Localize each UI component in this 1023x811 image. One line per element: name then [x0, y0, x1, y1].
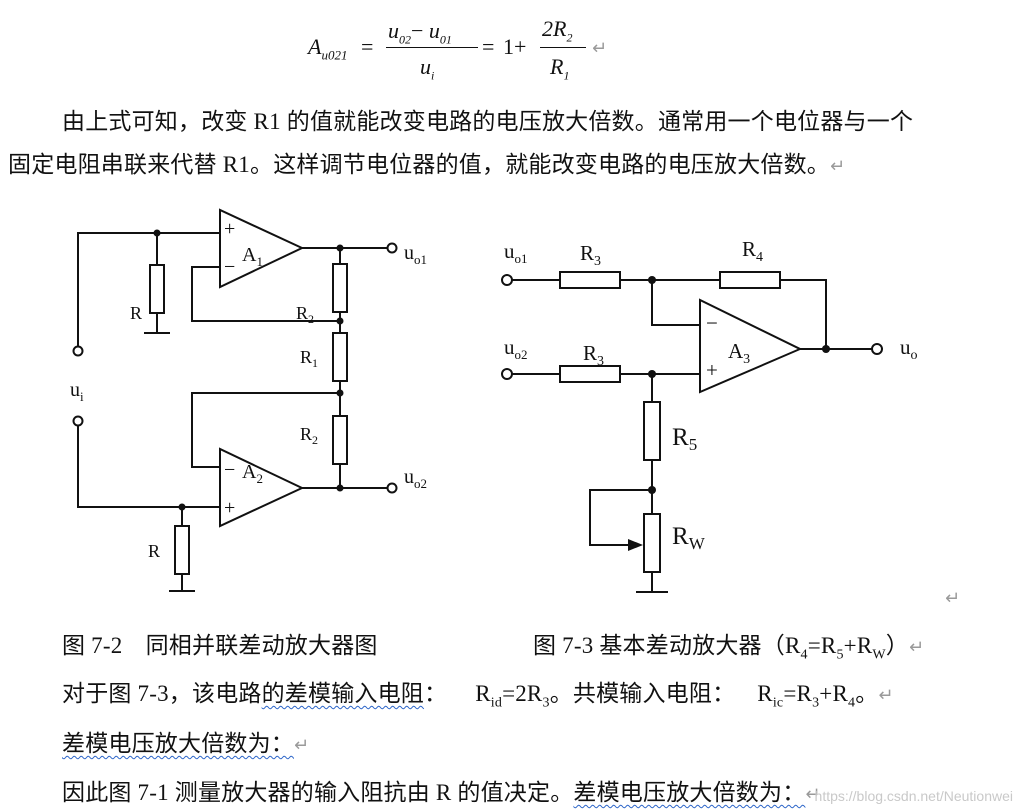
return-mark: ↵ [945, 588, 961, 609]
terminal-input-bottom [72, 415, 84, 427]
resistor-r4 [719, 271, 781, 289]
resistor-r-top [149, 264, 165, 314]
resistor-r5 [643, 401, 661, 461]
return-mark: ↵ [805, 784, 821, 805]
op-amp-a3 [699, 298, 803, 394]
r4-label: R4 [742, 237, 763, 265]
wiper-arrow-icon [628, 539, 643, 551]
formula-frac2-num: 2R2 [542, 16, 573, 45]
a1-label: A1 [242, 244, 263, 269]
rw-label: RW [672, 523, 706, 553]
uo2-label: uo2 [404, 466, 427, 491]
node-dot [822, 345, 830, 353]
resistor-r-bottom [174, 525, 190, 575]
node-dot [153, 229, 161, 237]
formula-equals-2: = [482, 34, 495, 59]
terminal-uo2 [501, 368, 513, 380]
formula: Au021 = u02− u01 ui = 1+ 2R2 R1 ↵ [300, 10, 620, 85]
formula-numerator: u02− u01 [388, 18, 452, 47]
a2-minus-label: − [224, 459, 235, 481]
r-bottom-label: R [148, 541, 160, 561]
a2-plus-label: + [224, 497, 235, 519]
op-amp-a1 [219, 208, 305, 289]
wire-a3-minus [651, 280, 700, 326]
wire-r4-out [780, 279, 827, 349]
node-dot [336, 317, 344, 325]
terminal-uo1 [501, 274, 513, 286]
node-dot [648, 276, 656, 284]
fraction-bar-2 [540, 47, 586, 48]
uo1-label: uo1 [504, 239, 528, 266]
paragraph-4: 因此图 7-1 测量放大器的输入阻抗由 R 的值决定。差模电压放大倍数为：↵ [62, 780, 821, 805]
ui-label: ui [70, 379, 84, 404]
node-dot [336, 389, 344, 397]
formula-frac2-den: R1 [550, 54, 570, 83]
resistor-r3-bottom [559, 365, 621, 383]
return-mark: ↵ [294, 735, 310, 756]
resistor-rw [643, 513, 661, 573]
spellcheck-underline: 的差模输入电阻 [261, 681, 425, 706]
formula-lhs: Au021 [308, 34, 348, 63]
r3-top-label: R3 [580, 241, 601, 269]
resistor-r3-top [559, 271, 621, 289]
resistor-r2-bottom [332, 415, 348, 465]
wire-wiper [589, 489, 652, 546]
node-dot [336, 484, 344, 492]
paragraph-1-line-1: 由上式可知，改变 R1 的值就能改变电路的电压放大倍数。通常用一个电位器与一个 [62, 109, 914, 134]
paragraph-3: 差模电压放大倍数为：↵ [62, 732, 309, 757]
terminal-uo2 [386, 482, 398, 494]
terminal-uo1 [386, 242, 398, 254]
r3-bottom-label: R3 [583, 341, 604, 369]
watermark: https://blog.csdn.net/Neutionwei [814, 788, 1013, 804]
resistor-r1 [332, 332, 348, 382]
a2-label: A2 [242, 461, 263, 486]
r2-bottom-label: R2 [300, 424, 318, 447]
return-mark: ↵ [908, 637, 925, 658]
figure-7-3-circuit: uo1 uo2 R3 R3 R4 − + A3 uo R5 RW [501, 237, 918, 593]
return-mark: ↵ [878, 685, 894, 706]
terminal-input-top [72, 345, 84, 357]
wire-a2-feedback [191, 392, 340, 468]
figure-7-2-caption: 图 7-2 同相并联差动放大器图 [62, 633, 378, 658]
a3-plus-label: + [706, 358, 718, 382]
wire-a1-feedback [191, 266, 340, 322]
op-amp-a2 [219, 447, 305, 528]
r5-label: R5 [672, 424, 697, 454]
r2-top-label: R2 [296, 303, 314, 326]
paragraph-1-line-2: 固定电阻串联来代替 R1。这样调节电位器的值，就能改变电路的电压放大倍数。↵ [8, 152, 846, 177]
a1-plus-label: + [224, 218, 235, 240]
a3-label: A3 [728, 339, 750, 367]
spellcheck-underline: 差模电压放大倍数为： [62, 731, 294, 756]
return-mark: ↵ [592, 38, 608, 59]
figure-7-3-caption: 图 7-3 基本差动放大器（R4=R5+RW）↵ [533, 633, 925, 663]
node-dot [178, 503, 186, 511]
wire-input-top [77, 232, 220, 347]
resistor-r2-top [332, 263, 348, 313]
terminal-uo [871, 343, 883, 355]
a1-minus-label: − [224, 256, 235, 278]
uo2-label: uo2 [504, 335, 528, 362]
formula-equals: = [361, 34, 374, 59]
spellcheck-underline: 差模电压放大倍数为： [573, 780, 806, 805]
wire-input-bottom [77, 423, 220, 508]
uo-label: uo [900, 335, 918, 363]
return-mark: ↵ [830, 156, 846, 177]
a3-minus-label: − [706, 311, 718, 335]
uo1-label: uo1 [404, 242, 427, 267]
figure-7-2-circuit: + − A1 − + A2 R R R2 R1 R2 ui uo1 uo2 [70, 208, 427, 592]
r-top-label: R [130, 303, 142, 323]
node-dot [648, 486, 656, 494]
paragraph-2: 对于图 7-3，该电路的差模输入电阻：Rid=2R3。共模输入电阻：Ric=R3… [62, 681, 894, 711]
node-dot [648, 370, 656, 378]
fraction-bar [386, 47, 478, 48]
r1-label: R1 [300, 347, 318, 370]
formula-one-plus: 1+ [503, 34, 527, 59]
formula-denominator: ui [420, 54, 435, 83]
node-dot [336, 244, 344, 252]
